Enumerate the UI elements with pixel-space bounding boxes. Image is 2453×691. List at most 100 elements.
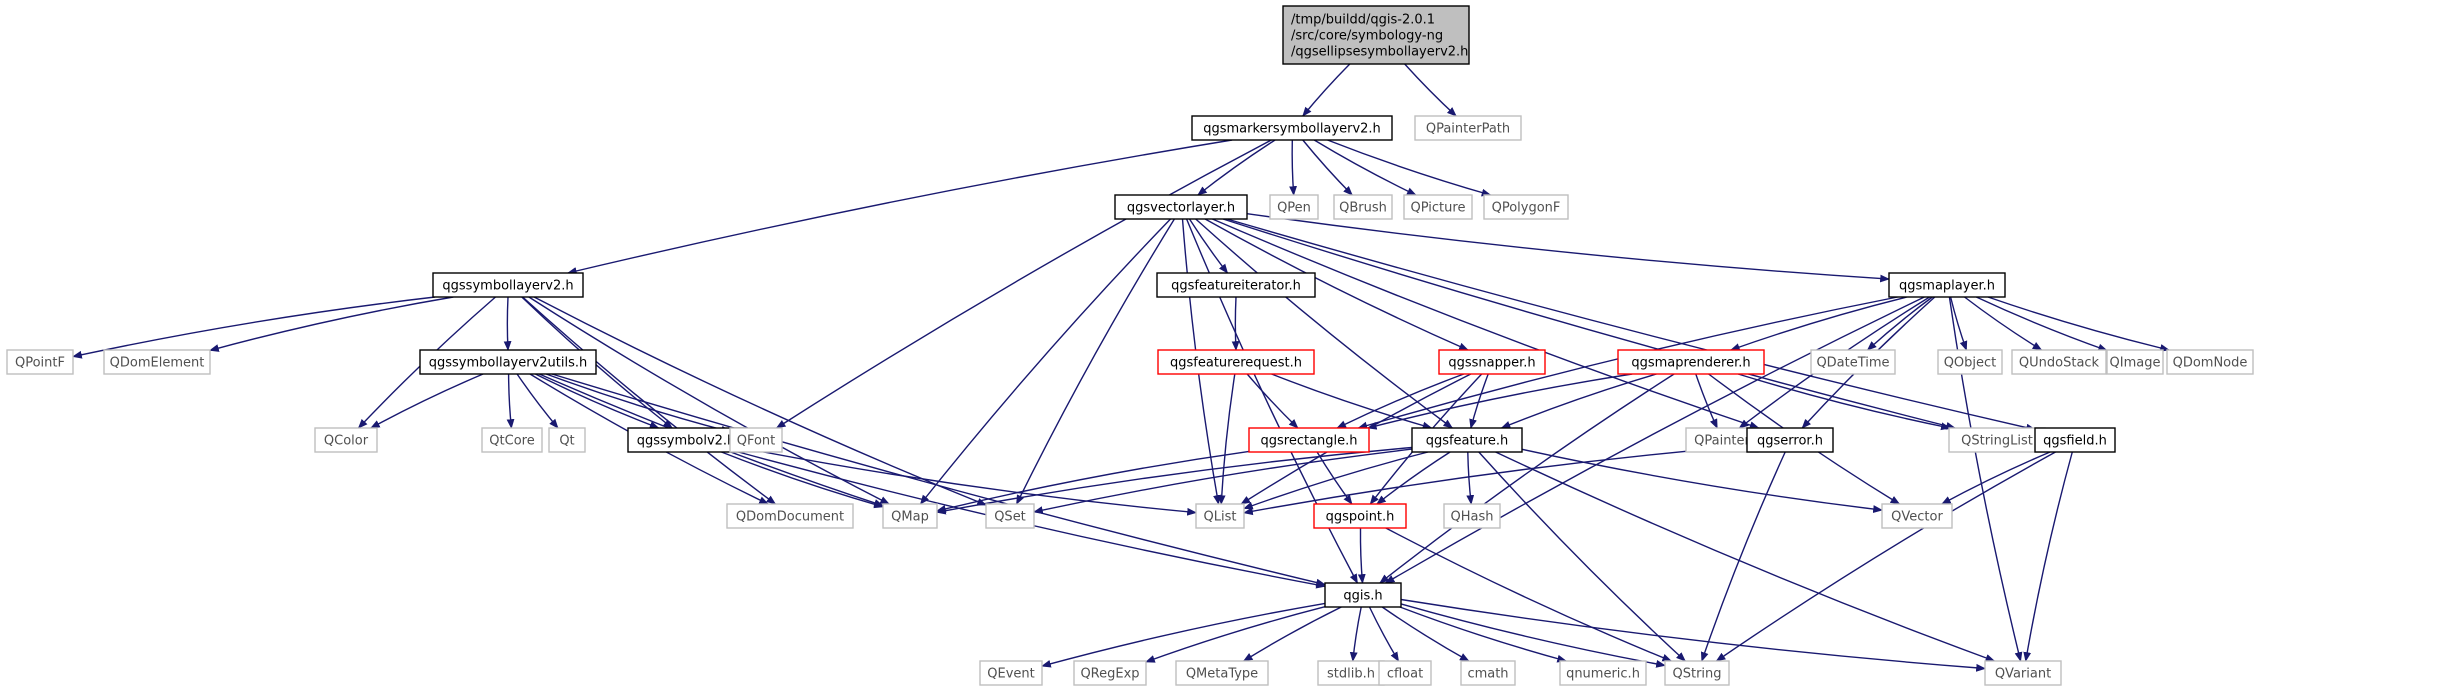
node-featurerequest[interactable]: qgsfeaturerequest.h	[1157, 349, 1315, 375]
node-label-vectorlayer: qgsvectorlayer.h	[1127, 201, 1235, 216]
edge-symlayer-to-qdomdocument	[522, 296, 777, 505]
node-box-symlayerutils	[419, 349, 597, 375]
node-featureiterator[interactable]: qgsfeatureiterator.h	[1156, 272, 1316, 298]
node-box-snapper	[1438, 349, 1546, 375]
node-label-qmap: QMap	[891, 510, 929, 525]
node-qt: Qt	[548, 427, 586, 453]
edge-qgis-to-qregexp	[1145, 606, 1326, 663]
node-vectorlayer[interactable]: qgsvectorlayer.h	[1114, 194, 1248, 220]
edge-feature-to-qlist	[1243, 451, 1429, 510]
node-stdlib: stdlib.h	[1317, 660, 1385, 686]
edge-qgis-to-stdlib	[1349, 606, 1362, 662]
node-label-qbrush: QBrush	[1339, 201, 1387, 216]
node-qdomdocument: QDomDocument	[726, 503, 854, 529]
node-box-qset	[985, 503, 1035, 529]
edge-qgsfield-to-qstring	[1715, 451, 2056, 662]
node-root[interactable]: /tmp/buildd/qgis-2.0.1/src/core/symbolog…	[1282, 5, 1470, 65]
node-label-root: /tmp/buildd/qgis-2.0.1	[1291, 13, 1435, 28]
node-markersym[interactable]: qgsmarkersymbollayerv2.h	[1191, 115, 1393, 141]
edge-maprenderer-to-qgis	[1379, 373, 1675, 584]
node-box-qevent	[979, 660, 1043, 686]
node-box-qmap	[882, 503, 938, 529]
node-label-qevent: QEvent	[987, 667, 1034, 682]
node-label-qdatetime: QDateTime	[1816, 356, 1889, 371]
edge-vectorlayer-to-qgsfield	[1226, 218, 2036, 432]
node-box-maprenderer	[1617, 349, 1765, 375]
node-box-symlayer	[432, 272, 584, 298]
edge-qgsfield-to-qvariant	[2023, 451, 2073, 662]
node-box-qcolor	[314, 427, 378, 453]
node-qgspoint[interactable]: qgspoint.h	[1313, 503, 1407, 529]
node-qgis[interactable]: qgis.h	[1324, 582, 1402, 608]
node-label-qgspoint: qgspoint.h	[1326, 510, 1395, 525]
node-box-rectangle	[1248, 427, 1370, 453]
node-label-stdlib: stdlib.h	[1327, 667, 1375, 682]
node-qcolor: QColor	[314, 427, 378, 453]
edge-maprenderer-to-rectangle	[1366, 373, 1633, 430]
edge-markersym-to-qpolygonf	[1327, 139, 1492, 197]
node-label-qpolygonf: QPolygonF	[1492, 201, 1561, 216]
edge-vectorlayer-to-featureiterator	[1188, 218, 1229, 274]
node-label-root: /src/core/symbology-ng	[1291, 29, 1443, 44]
node-qtcore: QtCore	[481, 427, 543, 453]
node-box-qvariant	[1984, 660, 2062, 686]
node-rectangle[interactable]: qgsrectangle.h	[1248, 427, 1370, 453]
edge-symlayer-to-qdomelement	[209, 296, 454, 352]
edge-root-to-qpainterpath	[1404, 63, 1457, 117]
edge-markersym-to-vectorlayer	[1197, 139, 1276, 196]
node-qgsfield[interactable]: qgsfield.h	[2034, 427, 2116, 453]
node-label-qtcore: QtCore	[489, 434, 534, 449]
node-qpolygonf: QPolygonF	[1483, 194, 1569, 220]
edge-markersym-to-qfont	[775, 139, 1272, 429]
node-box-stdlib	[1317, 660, 1385, 686]
node-qimage: QImage	[2106, 349, 2164, 375]
node-box-qundostack	[2011, 349, 2107, 375]
node-box-qbrush	[1333, 194, 1393, 220]
edge-maplayer-to-qobject	[1949, 296, 1968, 351]
edge-qgserror-to-qlist	[1243, 445, 1748, 516]
edge-maplayer-to-qimage	[1976, 296, 2108, 352]
node-box-qmetatype	[1175, 660, 1269, 686]
edge-snapper-to-rectangle	[1336, 373, 1465, 429]
edge-symlayer-to-symlayerutils	[503, 296, 512, 351]
edge-vectorlayer-to-qmap	[919, 218, 1172, 505]
node-box-maplayer	[1888, 272, 2006, 298]
node-box-qlist	[1195, 503, 1245, 529]
node-snapper[interactable]: qgssnapper.h	[1438, 349, 1546, 375]
node-qmetatype: QMetaType	[1175, 660, 1269, 686]
node-box-qfont	[729, 427, 783, 453]
node-label-qgis: qgis.h	[1343, 589, 1382, 604]
edge-qgis-to-cmath	[1381, 606, 1470, 662]
node-box-qimage	[2106, 349, 2164, 375]
edge-vectorlayer-to-qgis	[1185, 218, 1359, 584]
edge-maplayer-to-qgis	[1384, 296, 1925, 584]
node-box-qdomdocument	[726, 503, 854, 529]
node-label-qpainterpath: QPainterPath	[1426, 122, 1510, 137]
node-label-root: /qgsellipsesymbollayerv2.h	[1291, 45, 1468, 60]
node-symlayerutils[interactable]: qgssymbollayerv2utils.h	[419, 349, 597, 375]
edge-snapper-to-feature	[1469, 373, 1489, 429]
edge-qgsfield-to-qvector	[1941, 451, 2051, 505]
node-qgserror[interactable]: qgserror.h	[1746, 427, 1834, 453]
edge-symlayerutils-to-qfont	[545, 373, 731, 434]
node-box-featureiterator	[1156, 272, 1316, 298]
edge-symlayer-to-qmap	[528, 296, 890, 505]
node-box-qgsfield	[2034, 427, 2116, 453]
edge-rectangle-to-qmap	[936, 450, 1250, 513]
node-box-qnumeric	[1559, 660, 1647, 686]
node-maplayer[interactable]: qgsmaplayer.h	[1888, 272, 2006, 298]
node-symlayer[interactable]: qgssymbollayerv2.h	[432, 272, 584, 298]
node-label-qpainter: QPainter	[1694, 434, 1750, 449]
edge-maplayer-to-qdomnode	[1987, 296, 2170, 352]
node-qdomelement: QDomElement	[103, 349, 211, 375]
edge-qgis-to-qstring	[1400, 603, 1666, 668]
node-box-qdomelement	[103, 349, 211, 375]
edge-symbolv2-to-qlist	[743, 447, 1197, 516]
node-symbolv2[interactable]: qgssymbolv2.h	[627, 427, 745, 453]
node-qevent: QEvent	[979, 660, 1043, 686]
edge-maprenderer-to-qstringlist	[1737, 373, 1951, 431]
node-box-qdomnode	[2166, 349, 2254, 375]
node-feature[interactable]: qgsfeature.h	[1411, 427, 1523, 453]
node-maprenderer[interactable]: qgsmaprenderer.h	[1617, 349, 1765, 375]
node-qdatetime: QDateTime	[1810, 349, 1896, 375]
